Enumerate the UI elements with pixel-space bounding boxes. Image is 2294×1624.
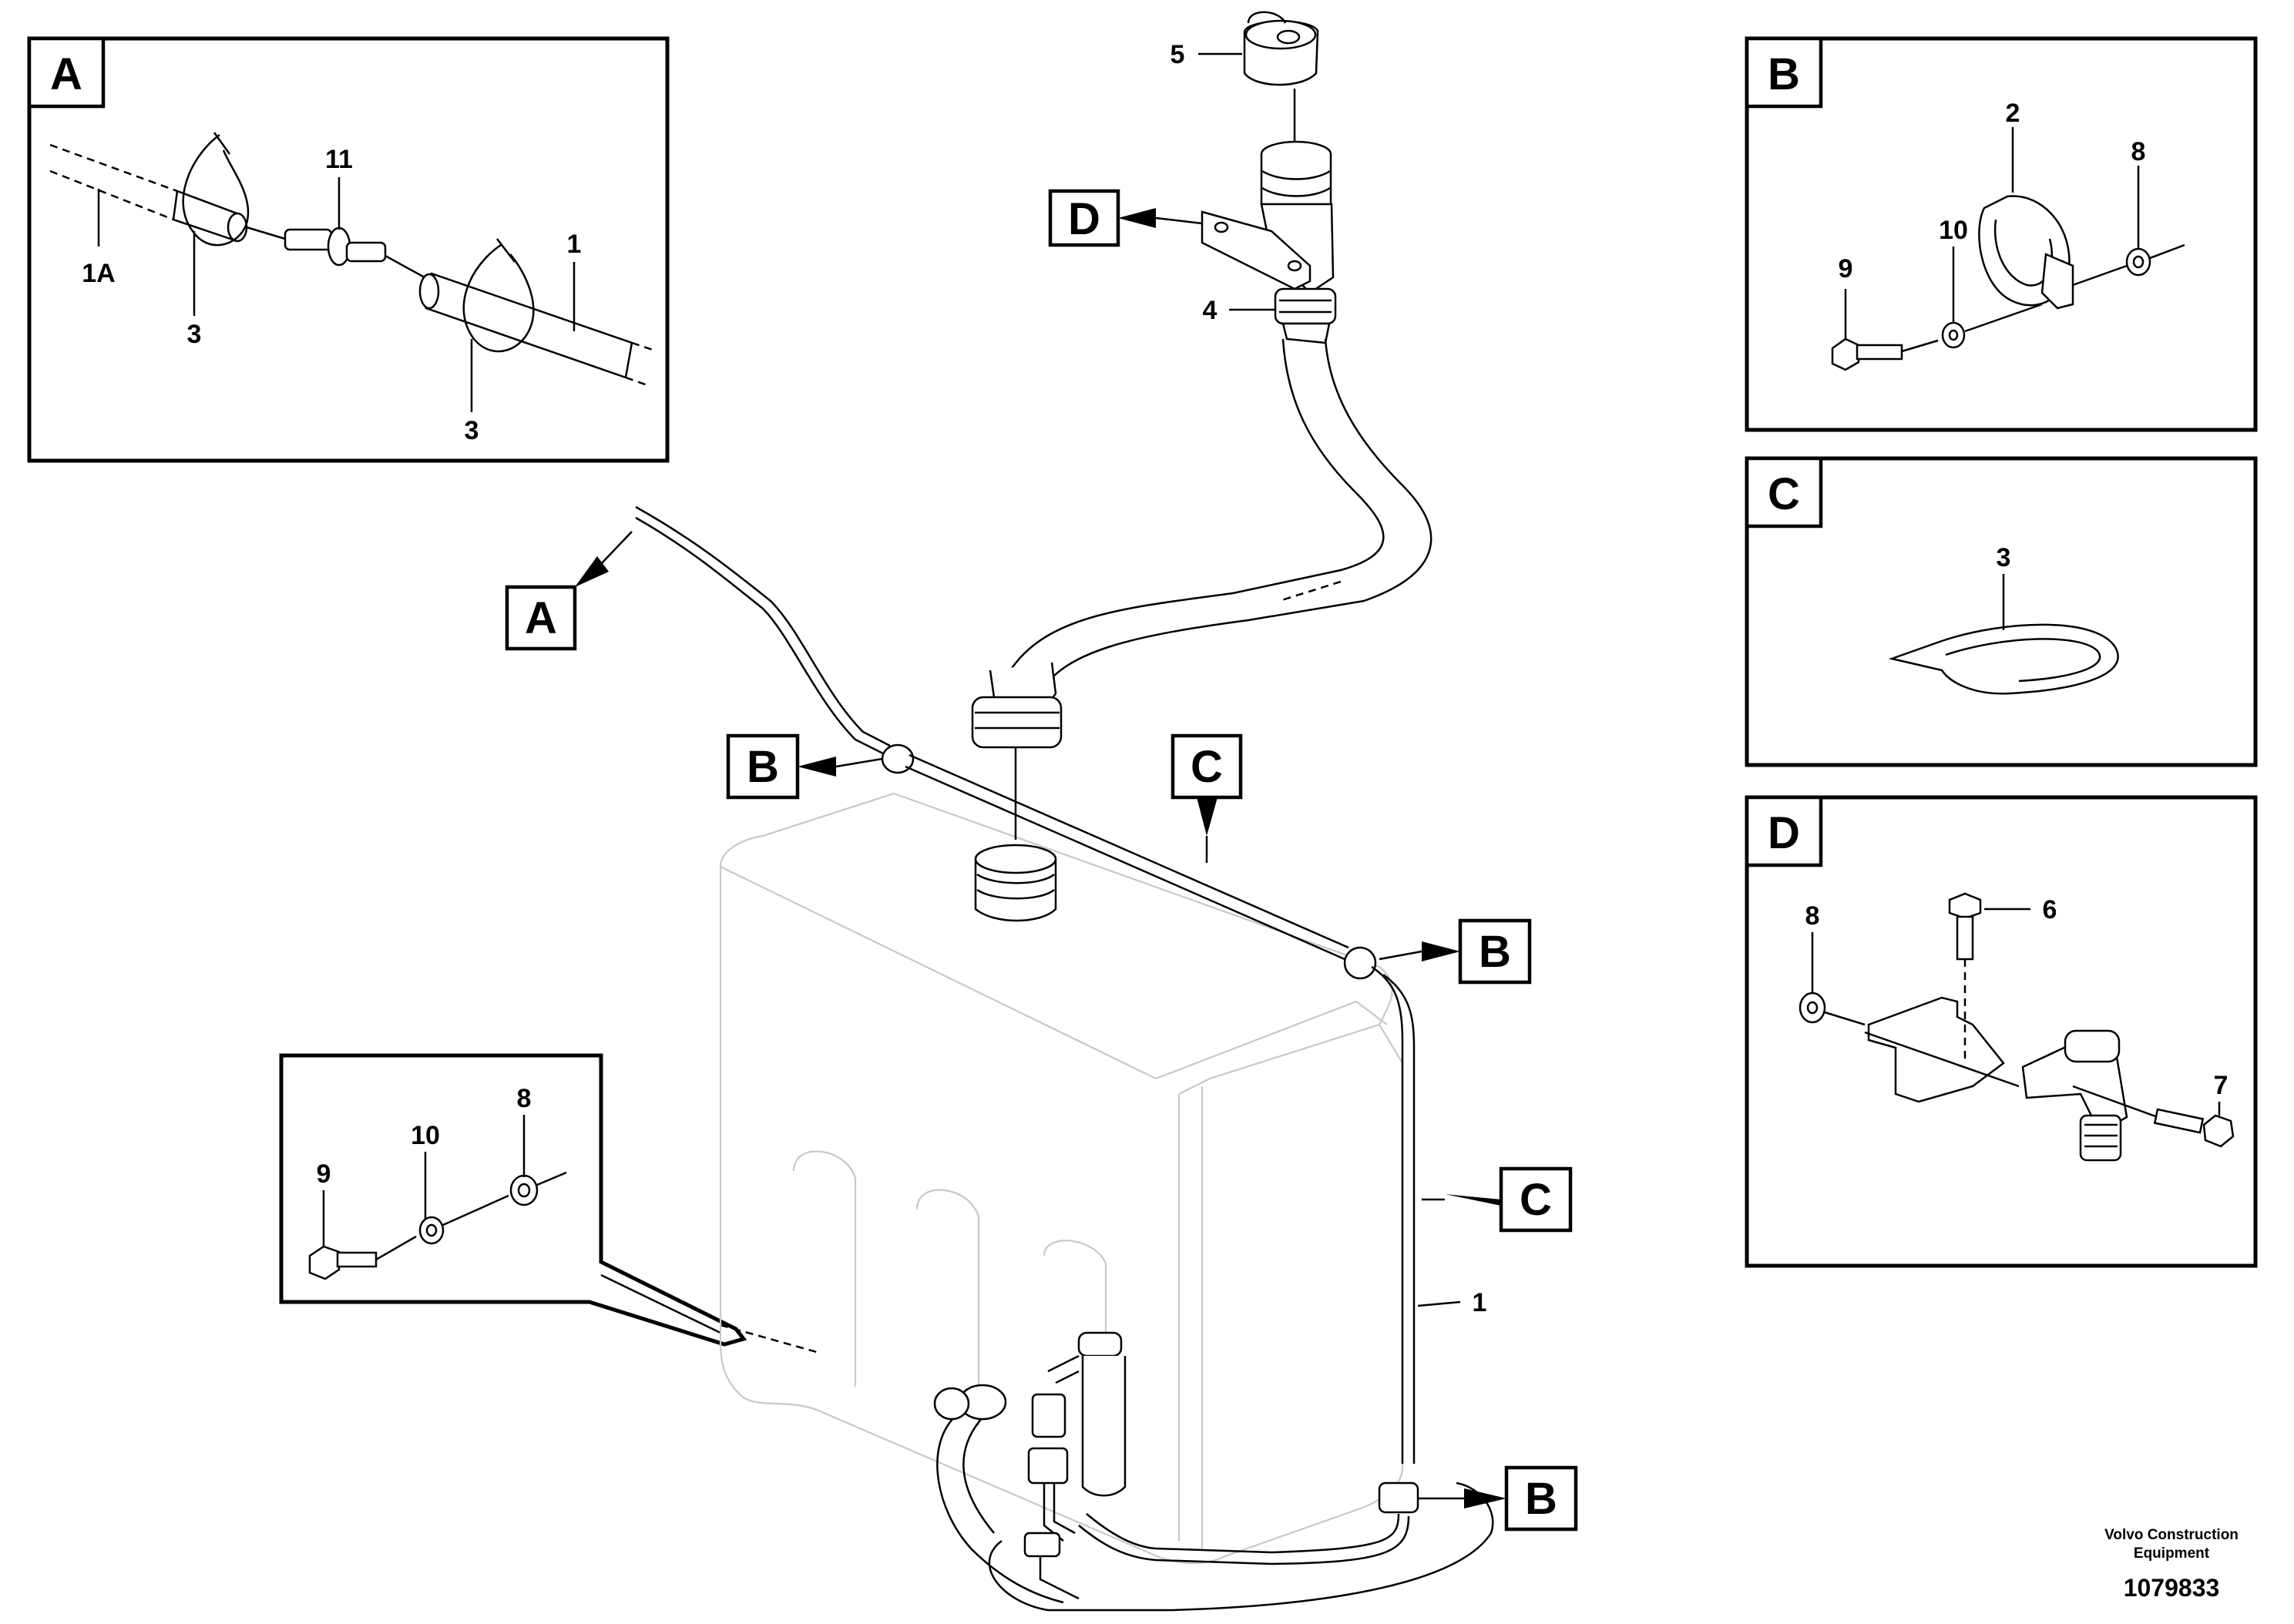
detail-letter-d: D	[1768, 808, 1800, 858]
ref-box-a	[505, 585, 577, 651]
ref-box-d-letter: D	[1068, 194, 1100, 244]
detail-letter-box-b	[1745, 36, 1823, 109]
detail-letter-box-a	[27, 36, 106, 109]
label-9: 9	[317, 1159, 331, 1189]
company-name-line2: Equipment	[2134, 1545, 2210, 1562]
detail-view-d: D 8 6 7	[1745, 795, 2258, 1268]
label-2: 2	[2006, 99, 2020, 128]
inset-frame	[279, 1053, 747, 1347]
detail-letter-box-d	[1745, 795, 1823, 867]
detail-frame-c	[1745, 456, 2258, 767]
detail-view-b: B 2 8 10 9	[1745, 36, 2258, 432]
detail-frame-a	[27, 36, 670, 463]
detail-letter-a: A	[50, 49, 82, 99]
washer-tank	[719, 792, 1404, 1565]
ref-box-b-lower-letter: B	[1525, 1474, 1557, 1524]
label-10: 10	[1939, 216, 1968, 245]
ref-box-c-upper	[1171, 733, 1243, 800]
detail-letter-c: C	[1768, 469, 1800, 519]
detail-frame-d	[1745, 795, 2258, 1268]
label-4: 4	[1203, 296, 1218, 325]
label-8: 8	[2131, 137, 2146, 166]
ref-box-c-upper-letter: C	[1191, 742, 1223, 792]
company-name-line1: Volvo Construction	[2104, 1527, 2239, 1543]
detail-view-c: C 3	[1745, 456, 2258, 767]
label-1a: 1A	[82, 259, 115, 288]
label-11: 11	[325, 145, 353, 174]
ref-box-c-middle-letter: C	[1520, 1175, 1552, 1225]
label-7: 7	[2214, 1071, 2229, 1100]
label-8: 8	[1805, 901, 1820, 931]
label-3: 3	[187, 320, 202, 349]
main-assembly: 5 4	[505, 11, 1578, 1612]
detail-letter-b: B	[1768, 49, 1800, 99]
label-1: 1	[567, 230, 582, 259]
ref-box-c-middle	[1499, 1166, 1573, 1233]
label-1: 1	[1473, 1288, 1487, 1317]
detail-letter-box-c	[1745, 456, 1823, 528]
ref-box-b-upper-letter: B	[747, 742, 779, 792]
ref-box-b-middle-letter: B	[1479, 927, 1511, 977]
label-3: 3	[465, 416, 479, 445]
document-number: 1079833	[2124, 1574, 2220, 1602]
inset-bolt-set: 9 10 8	[279, 1053, 818, 1354]
ref-box-b-upper	[726, 733, 800, 800]
label-3: 3	[1997, 543, 2011, 572]
label-9: 9	[1839, 254, 1853, 284]
detail-view-a: A 1A 3 11 1 3	[27, 36, 670, 463]
label-10: 10	[411, 1121, 440, 1150]
ref-box-b-middle	[1458, 918, 1532, 985]
ref-box-b-lower	[1504, 1465, 1578, 1532]
footer: Volvo Construction Equipment 1079833	[2104, 1527, 2239, 1602]
label-8: 8	[517, 1084, 532, 1113]
ref-box-a-letter: A	[525, 593, 557, 643]
label-6: 6	[2043, 895, 2057, 924]
label-5: 5	[1171, 40, 1185, 69]
detail-frame-b	[1745, 36, 2258, 432]
